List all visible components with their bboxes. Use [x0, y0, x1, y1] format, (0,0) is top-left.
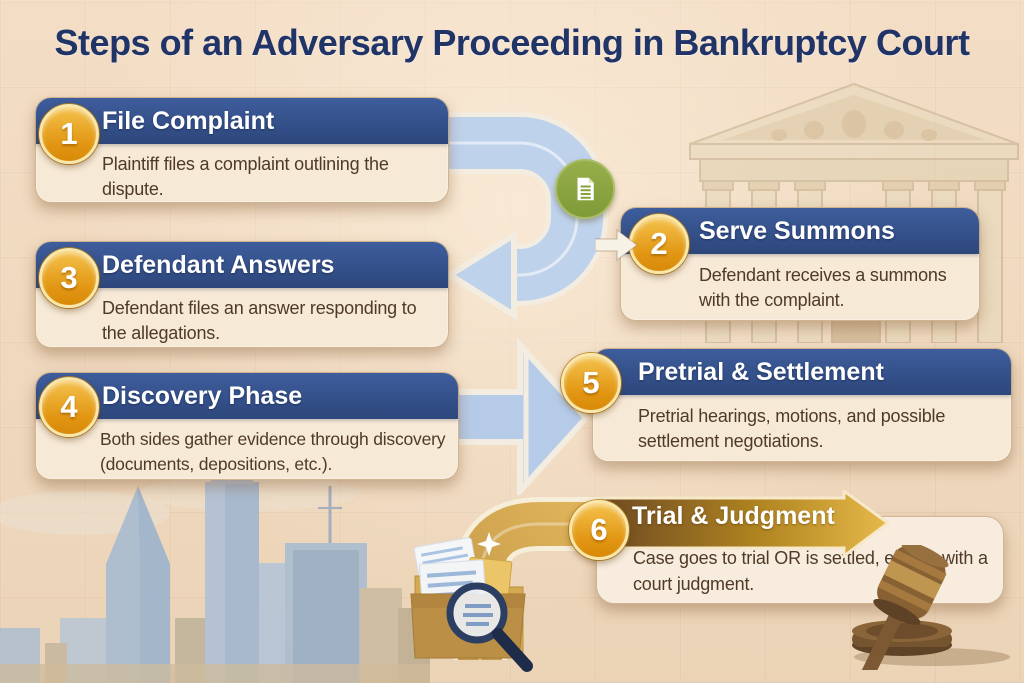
evidence-folder-illustration: [410, 532, 533, 672]
step-1-title: File Complaint: [36, 98, 448, 144]
step-card-5: Pretrial & Settlement Pretrial hearings,…: [592, 348, 1012, 462]
step-1-number-badge: 1: [39, 104, 99, 164]
small-right-arrow: [595, 228, 639, 262]
step-5-description: Pretrial hearings, motions, and possible…: [638, 406, 946, 451]
step-card-4: Discovery Phase Both sides gather eviden…: [35, 372, 459, 480]
sparkle-icon: [477, 532, 501, 556]
step-card-1: File Complaint Plaintiff files a complai…: [35, 97, 449, 203]
step-3-description: Defendant files an answer responding to …: [102, 298, 417, 343]
step-6-title: Trial & Judgment: [632, 502, 835, 530]
gold-banner-arrow: [599, 490, 891, 559]
step-2-number-badge: 2: [629, 214, 689, 274]
page-title: Steps of an Adversary Proceeding in Bank…: [54, 22, 970, 63]
step-4-title: Discovery Phase: [36, 373, 458, 419]
step-2-description: Defendant receives a summons with the co…: [699, 265, 947, 310]
step-3-number-badge: 3: [39, 248, 99, 308]
document-icon: [555, 159, 615, 219]
step-6-number-badge: 6: [569, 500, 629, 560]
city-skyline-illustration: [0, 474, 430, 683]
step-1-description: Plaintiff files a complaint outlining th…: [102, 154, 389, 199]
step-3-title: Defendant Answers: [36, 242, 448, 288]
step-4-number-badge: 4: [39, 377, 99, 437]
step-4-description: Both sides gather evidence through disco…: [100, 429, 446, 474]
step-card-3: Defendant Answers Defendant files an ans…: [35, 241, 449, 348]
step-5-title: Pretrial & Settlement: [593, 349, 1011, 395]
gavel-icon: [852, 545, 1010, 670]
magnifying-glass-icon: [446, 582, 533, 672]
step-5-number-badge: 5: [561, 353, 621, 413]
